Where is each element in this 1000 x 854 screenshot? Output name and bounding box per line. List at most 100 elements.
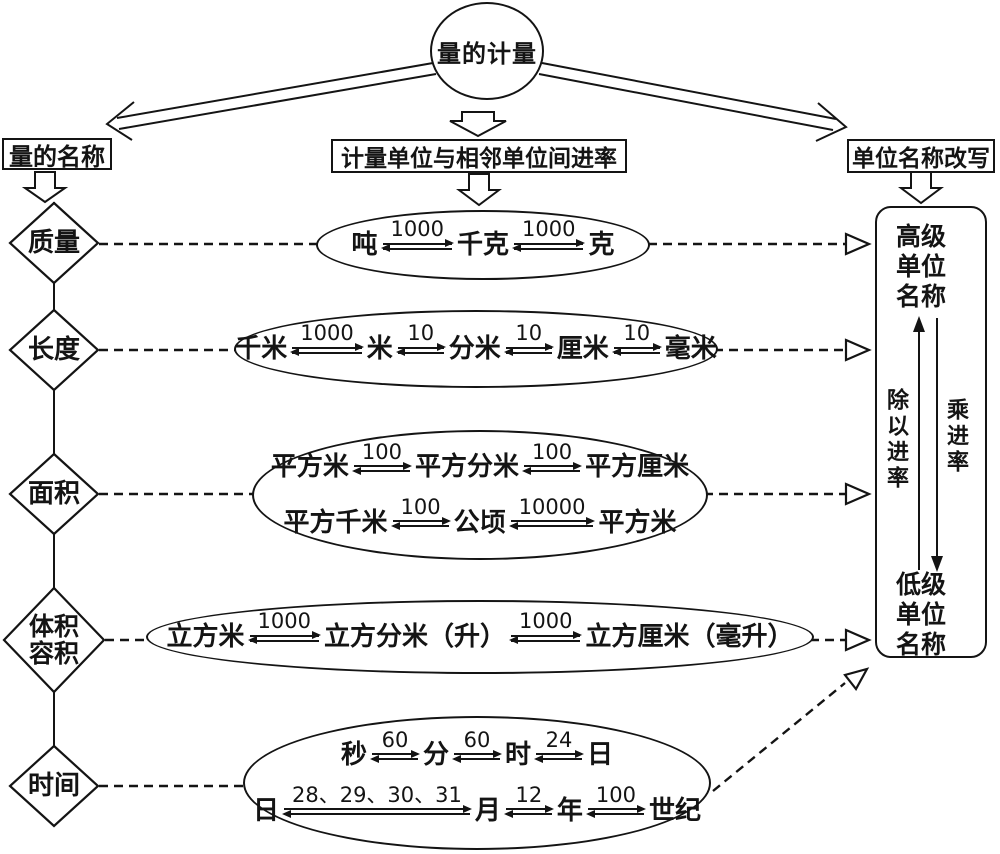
rate-value: 60 (381, 727, 409, 752)
low-level-unit-name-block: 低级 单位 名称 (896, 570, 960, 660)
high-unit-row: 名称 (896, 282, 960, 312)
rate-value: 28、29、30、31 (291, 783, 462, 807)
high-level-unit-name-block: 高级 单位 名称 (896, 222, 960, 312)
unit-label: 世纪 (649, 795, 702, 826)
conversion-rate: 1000 (290, 321, 365, 357)
chain-time-line2: 日 28、29、30、31 月 12 年 100 世纪 (250, 784, 704, 826)
rate-value: 100 (361, 439, 402, 464)
diamond-mass-label: 质量 (27, 227, 80, 258)
block-down-arrow-icons (21, 111, 944, 207)
unit-label: 公顷 (453, 507, 506, 538)
unit-label: 立方米 (166, 621, 245, 652)
bidirectional-arrow-icon (395, 343, 446, 357)
rate-value: 100 (400, 495, 441, 519)
conversion-rate: 10 (503, 321, 554, 357)
chain-mass-line: 吨 1000 千克 1000 克 (349, 218, 618, 260)
unit-label: 分米 (448, 333, 501, 364)
unit-label: 立方厘米（毫升） (585, 621, 794, 652)
bidirectional-arrow-icon (611, 343, 662, 357)
conversion-rate: 100 (351, 439, 413, 475)
rate-value: 1000 (522, 217, 576, 242)
bidirectional-arrow-icon (503, 804, 554, 818)
rate-value: 100 (595, 783, 636, 807)
dashed-connectors (99, 242, 846, 792)
unit-label: 平方分米 (414, 452, 519, 483)
unit-label: 千米 (235, 333, 288, 364)
chain-time-ellipse: 秒 60 分 60 时 24 日 日 28、29、30、31 月 12 年 10… (243, 716, 711, 850)
rate-value: 12 (515, 783, 543, 807)
conversion-rate: 60 (369, 727, 420, 763)
branch-unit-rewrite-box: 单位名称改写 (847, 139, 995, 173)
root-title: 量的计量 (437, 39, 537, 68)
chain-volume-ellipse: 立方米 1000 立方分米（升） 1000 立方厘米（毫升） (146, 600, 814, 674)
low-unit-row: 名称 (896, 630, 960, 660)
low-unit-text: 单位 (896, 600, 947, 629)
unit-label: 平方厘米 (585, 452, 690, 483)
conversion-rate: 100 (390, 495, 451, 530)
unit-label: 时 (505, 740, 532, 771)
conversion-rate: 100 (585, 783, 647, 818)
unit-label: 年 (556, 795, 583, 826)
conversion-rate: 10 (395, 321, 446, 357)
chain-volume-line: 立方米 1000 立方分米（升） 1000 立方厘米（毫升） (164, 610, 797, 652)
bidirectional-arrow-icon (380, 239, 455, 253)
rate-value: 1000 (519, 609, 573, 634)
conversion-rate: 1000 (247, 610, 322, 645)
diamond-length: 长度 (4, 326, 104, 374)
bidirectional-arrow-icon (390, 516, 451, 530)
bidirectional-arrow-icon (534, 749, 585, 763)
rate-value: 100 (532, 439, 573, 464)
chain-area-line2: 平方千米 100 公顷 10000 平方米 (281, 496, 680, 538)
rate-value: 10 (407, 321, 435, 346)
conversion-rate: 60 (452, 729, 502, 763)
diamond-volume: 体积 容积 (4, 610, 104, 670)
root-node: 量的计量 (430, 2, 544, 100)
rate-value: 10000 (518, 495, 586, 519)
bidirectional-arrow-icon (290, 343, 365, 357)
divide-by-rate-label: 除以进率 (883, 388, 908, 492)
bidirectional-arrow-icon (503, 343, 554, 357)
diamond-time: 时间 (4, 762, 104, 810)
unit-label: 秒 (340, 740, 367, 771)
low-unit-text: 名称 (896, 630, 947, 659)
unit-label: 平方米 (270, 452, 349, 483)
rate-value: 1000 (300, 321, 354, 346)
high-unit-text: 单位 (896, 252, 947, 281)
up-arrowhead-icon (913, 316, 925, 332)
open-arrowhead-icons (843, 232, 872, 691)
diamond-area: 面积 (4, 470, 104, 518)
conversion-rate: 10000 (508, 495, 596, 530)
conversion-rate: 10 (611, 322, 662, 357)
unit-label: 立方分米（升） (323, 621, 506, 652)
unit-label: 厘米 (556, 333, 609, 364)
low-unit-row: 低级 (896, 570, 960, 600)
low-unit-row: 单位 (896, 600, 960, 630)
conversion-rate: 1000 (508, 609, 583, 645)
chain-area-ellipse: 平方米 100 平方分米 100 平方厘米 平方千米 100 公顷 10000 … (252, 430, 708, 560)
unit-label: 月 (474, 795, 501, 826)
unit-label: 吨 (351, 229, 378, 260)
bidirectional-arrow-icon (281, 804, 472, 818)
diamond-length-label: 长度 (27, 334, 80, 365)
unit-label: 日 (587, 740, 614, 771)
rate-value: 24 (545, 727, 573, 752)
chain-length-line: 千米 1000 米 10 分米 10 厘米 10 毫米 (232, 322, 720, 364)
bidirectional-arrow-icon (511, 239, 586, 253)
diamond-time-label: 时间 (27, 770, 80, 801)
bidirectional-arrow-icon (369, 749, 420, 763)
conversion-rate: 100 (521, 439, 583, 475)
down-arrowhead-icon (931, 556, 943, 572)
branch-quantity-names-box: 量的名称 (2, 138, 112, 171)
branch-units-rates-label: 计量单位与相邻单位间进率 (341, 146, 617, 172)
bidirectional-arrow-icon (521, 461, 583, 475)
unit-label: 日 (252, 795, 279, 826)
chain-area-line1: 平方米 100 平方分米 100 平方厘米 (268, 441, 692, 483)
chain-mass-ellipse: 吨 1000 千克 1000 克 (316, 210, 650, 280)
conversion-rate: 12 (503, 783, 554, 818)
rate-value: 10 (515, 321, 543, 346)
low-unit-text: 低级 (896, 570, 947, 599)
unit-label: 平方米 (598, 507, 677, 538)
conversion-rate: 1000 (511, 217, 586, 253)
